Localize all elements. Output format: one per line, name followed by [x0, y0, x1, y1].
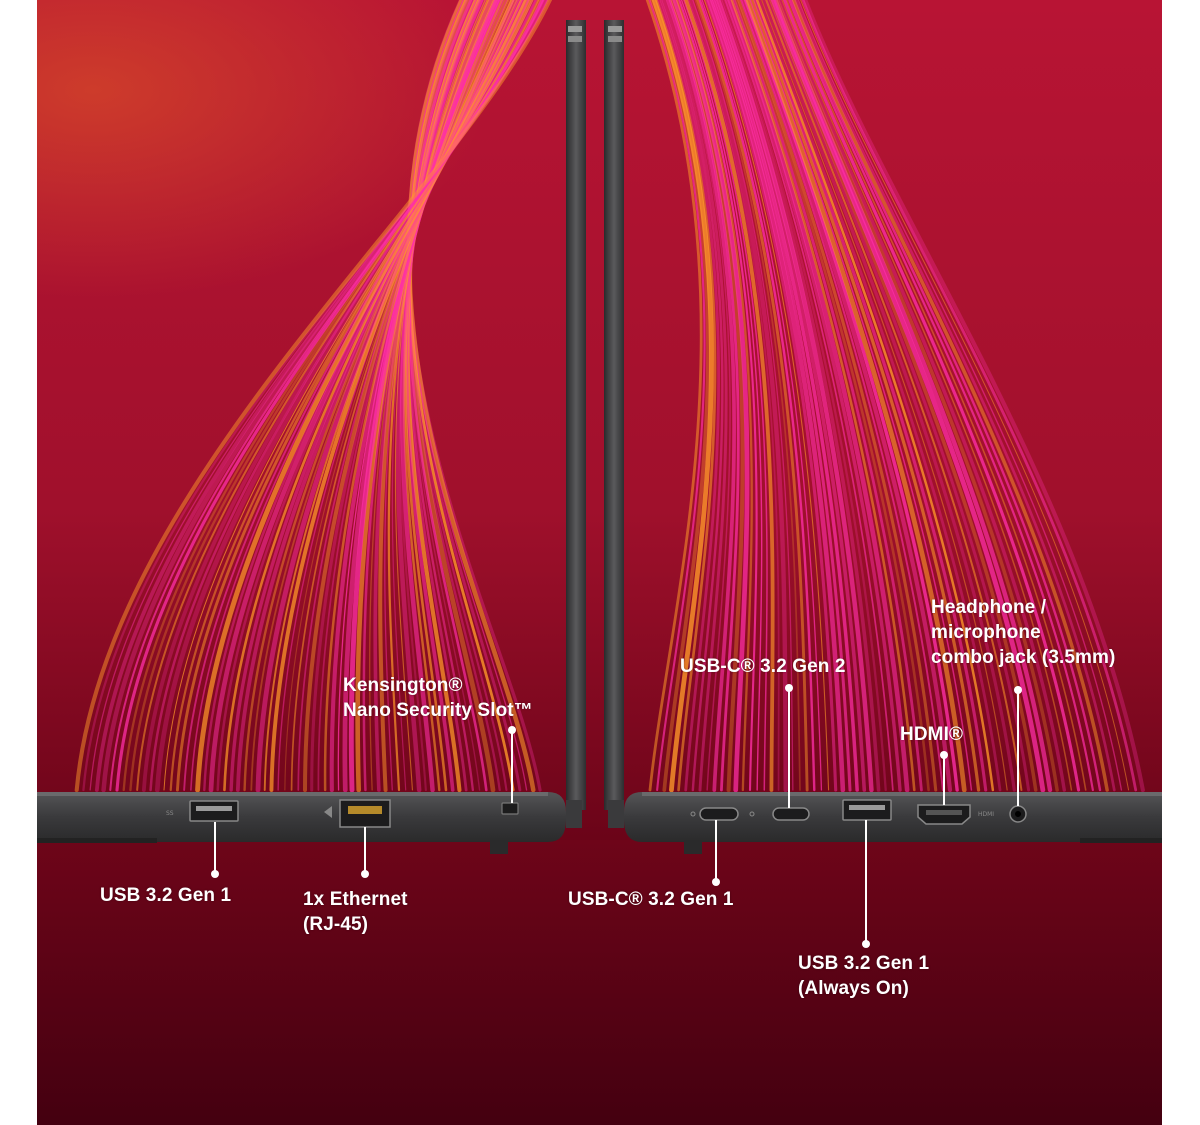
usbc-gen1-label: USB-C® 3.2 Gen 1	[568, 889, 734, 910]
callout-lines	[211, 684, 1022, 948]
kensington-slot-icon	[501, 802, 519, 815]
light-streaks	[74, 0, 1145, 793]
usb-a-always-on-label: USB 3.2 Gen 1 (Always On)	[798, 953, 930, 999]
hdmi-port-icon: HDMI	[917, 804, 994, 825]
hdmi-label: HDMI®	[900, 724, 964, 745]
left-laptop	[37, 20, 586, 854]
usb-c-port-icon	[690, 807, 755, 821]
svg-text:SS: SS	[166, 810, 174, 817]
ethernet-port-icon	[324, 799, 391, 828]
usb-a-port-icon	[842, 799, 892, 821]
audio-jack-label: Headphone / microphone combo jack (3.5mm…	[931, 597, 1116, 668]
kensington-label: Kensington® Nano Security Slot™	[343, 675, 533, 721]
usb-a-port-icon: SS	[166, 800, 239, 822]
usbc-gen2-label: USB-C® 3.2 Gen 2	[680, 656, 846, 677]
usb-c-port-icon	[772, 807, 810, 821]
audio-jack-icon	[1009, 805, 1027, 823]
right-laptop	[604, 20, 1162, 854]
usb-a-label: USB 3.2 Gen 1	[100, 885, 232, 906]
ethernet-label: 1x Ethernet (RJ-45)	[303, 889, 408, 935]
svg-text:HDMI: HDMI	[978, 811, 994, 818]
